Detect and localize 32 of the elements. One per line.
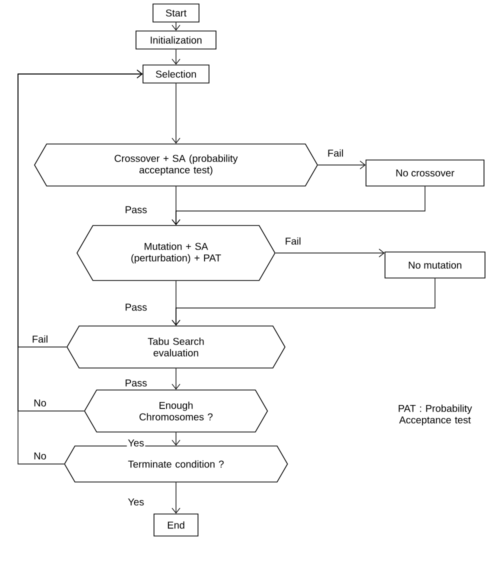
process-box: End (154, 514, 198, 536)
edge-label: No (32, 398, 48, 408)
arrow (172, 432, 180, 446)
edge-label: Pass (124, 205, 148, 214)
process-box: Selection (142, 64, 210, 84)
edge-label: Pass (124, 302, 148, 312)
arrow (172, 186, 426, 226)
arrow (172, 83, 180, 144)
process-box: Initialization (136, 30, 216, 50)
arrow (172, 22, 180, 31)
edge-label: Fail (30, 334, 50, 344)
arrow (172, 482, 180, 514)
decision-hexagon: Crossover + SA (probability acceptance test) (34, 144, 318, 186)
edge-label: Fail (284, 236, 302, 246)
process-box: No mutation (384, 252, 486, 278)
edge-label: Pass (124, 378, 148, 388)
decision-hexagon: Enough Chromosomes ? (84, 390, 268, 432)
edge-label: No (32, 452, 48, 460)
arrow (172, 278, 436, 326)
decision-hexagon: Terminate condition ? (64, 446, 288, 482)
edge-label: Fail (326, 148, 345, 158)
arrow (172, 49, 180, 65)
decision-hexagon: Mutation + SA (perturbation) + PAT (76, 225, 276, 281)
arrow (172, 368, 180, 390)
process-box: Start (152, 4, 200, 22)
edge-label: Yes (126, 438, 146, 448)
note: PAT : Probability Acceptance test (398, 404, 472, 426)
process-box: No crossover (366, 160, 484, 186)
decision-hexagon: Tabu Search evaluation (66, 326, 286, 368)
arrow (275, 248, 385, 258)
arrow (318, 160, 366, 170)
edge-label: Yes (126, 498, 146, 506)
